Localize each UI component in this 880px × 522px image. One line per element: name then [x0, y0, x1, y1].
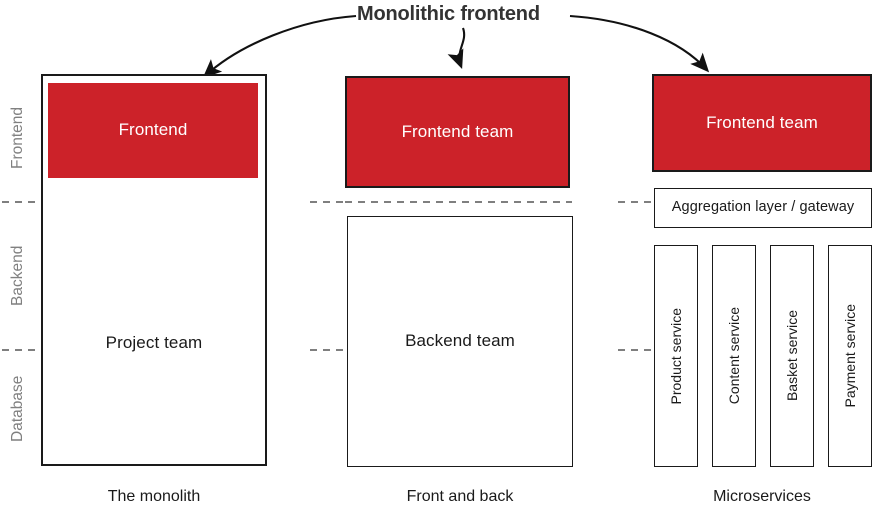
axis-label-frontend: Frontend: [9, 106, 26, 170]
microservices-product-service-box[interactable]: Product service: [654, 245, 698, 467]
arrow-to-front-and-back-frontend: [447, 27, 466, 69]
basket-service-label: Basket service: [784, 310, 800, 402]
aggregation-layer-label: Aggregation layer / gateway: [671, 199, 855, 216]
axis-label-backend: Backend: [9, 245, 26, 307]
caption-the-monolith: The monolith: [107, 488, 201, 505]
frontandback-backend-team-label: Backend team: [405, 331, 515, 351]
project-team-label: Project team: [105, 333, 203, 352]
microservices-basket-service-box[interactable]: Basket service: [770, 245, 814, 467]
caption-microservices: Microservices: [713, 488, 811, 505]
content-service-label: Content service: [726, 307, 742, 405]
frontandback-frontend-team-box[interactable]: Frontend team: [345, 76, 570, 188]
microservices-content-service-box[interactable]: Content service: [712, 245, 756, 467]
microservices-payment-service-box[interactable]: Payment service: [828, 245, 872, 467]
arrow-to-microservices-frontend: [569, 14, 710, 73]
product-service-label: Product service: [668, 307, 684, 405]
frontandback-backend-team-box[interactable]: Backend team: [347, 216, 573, 467]
monolith-frontend-box[interactable]: Frontend: [48, 83, 258, 178]
microservices-aggregation-layer-box[interactable]: Aggregation layer / gateway: [654, 188, 872, 228]
arrow-to-monolith-frontend: [202, 14, 357, 79]
page-title: Monolithic frontend: [357, 3, 540, 25]
microservices-frontend-team-box[interactable]: Frontend team: [652, 74, 872, 172]
monolith-frontend-label: Frontend: [118, 120, 188, 140]
microservices-frontend-team-label: Frontend team: [706, 112, 818, 132]
payment-service-label: Payment service: [842, 304, 858, 408]
frontandback-frontend-team-label: Frontend team: [401, 121, 514, 141]
caption-front-and-back: Front and back: [406, 488, 514, 505]
axis-label-database: Database: [9, 375, 26, 443]
